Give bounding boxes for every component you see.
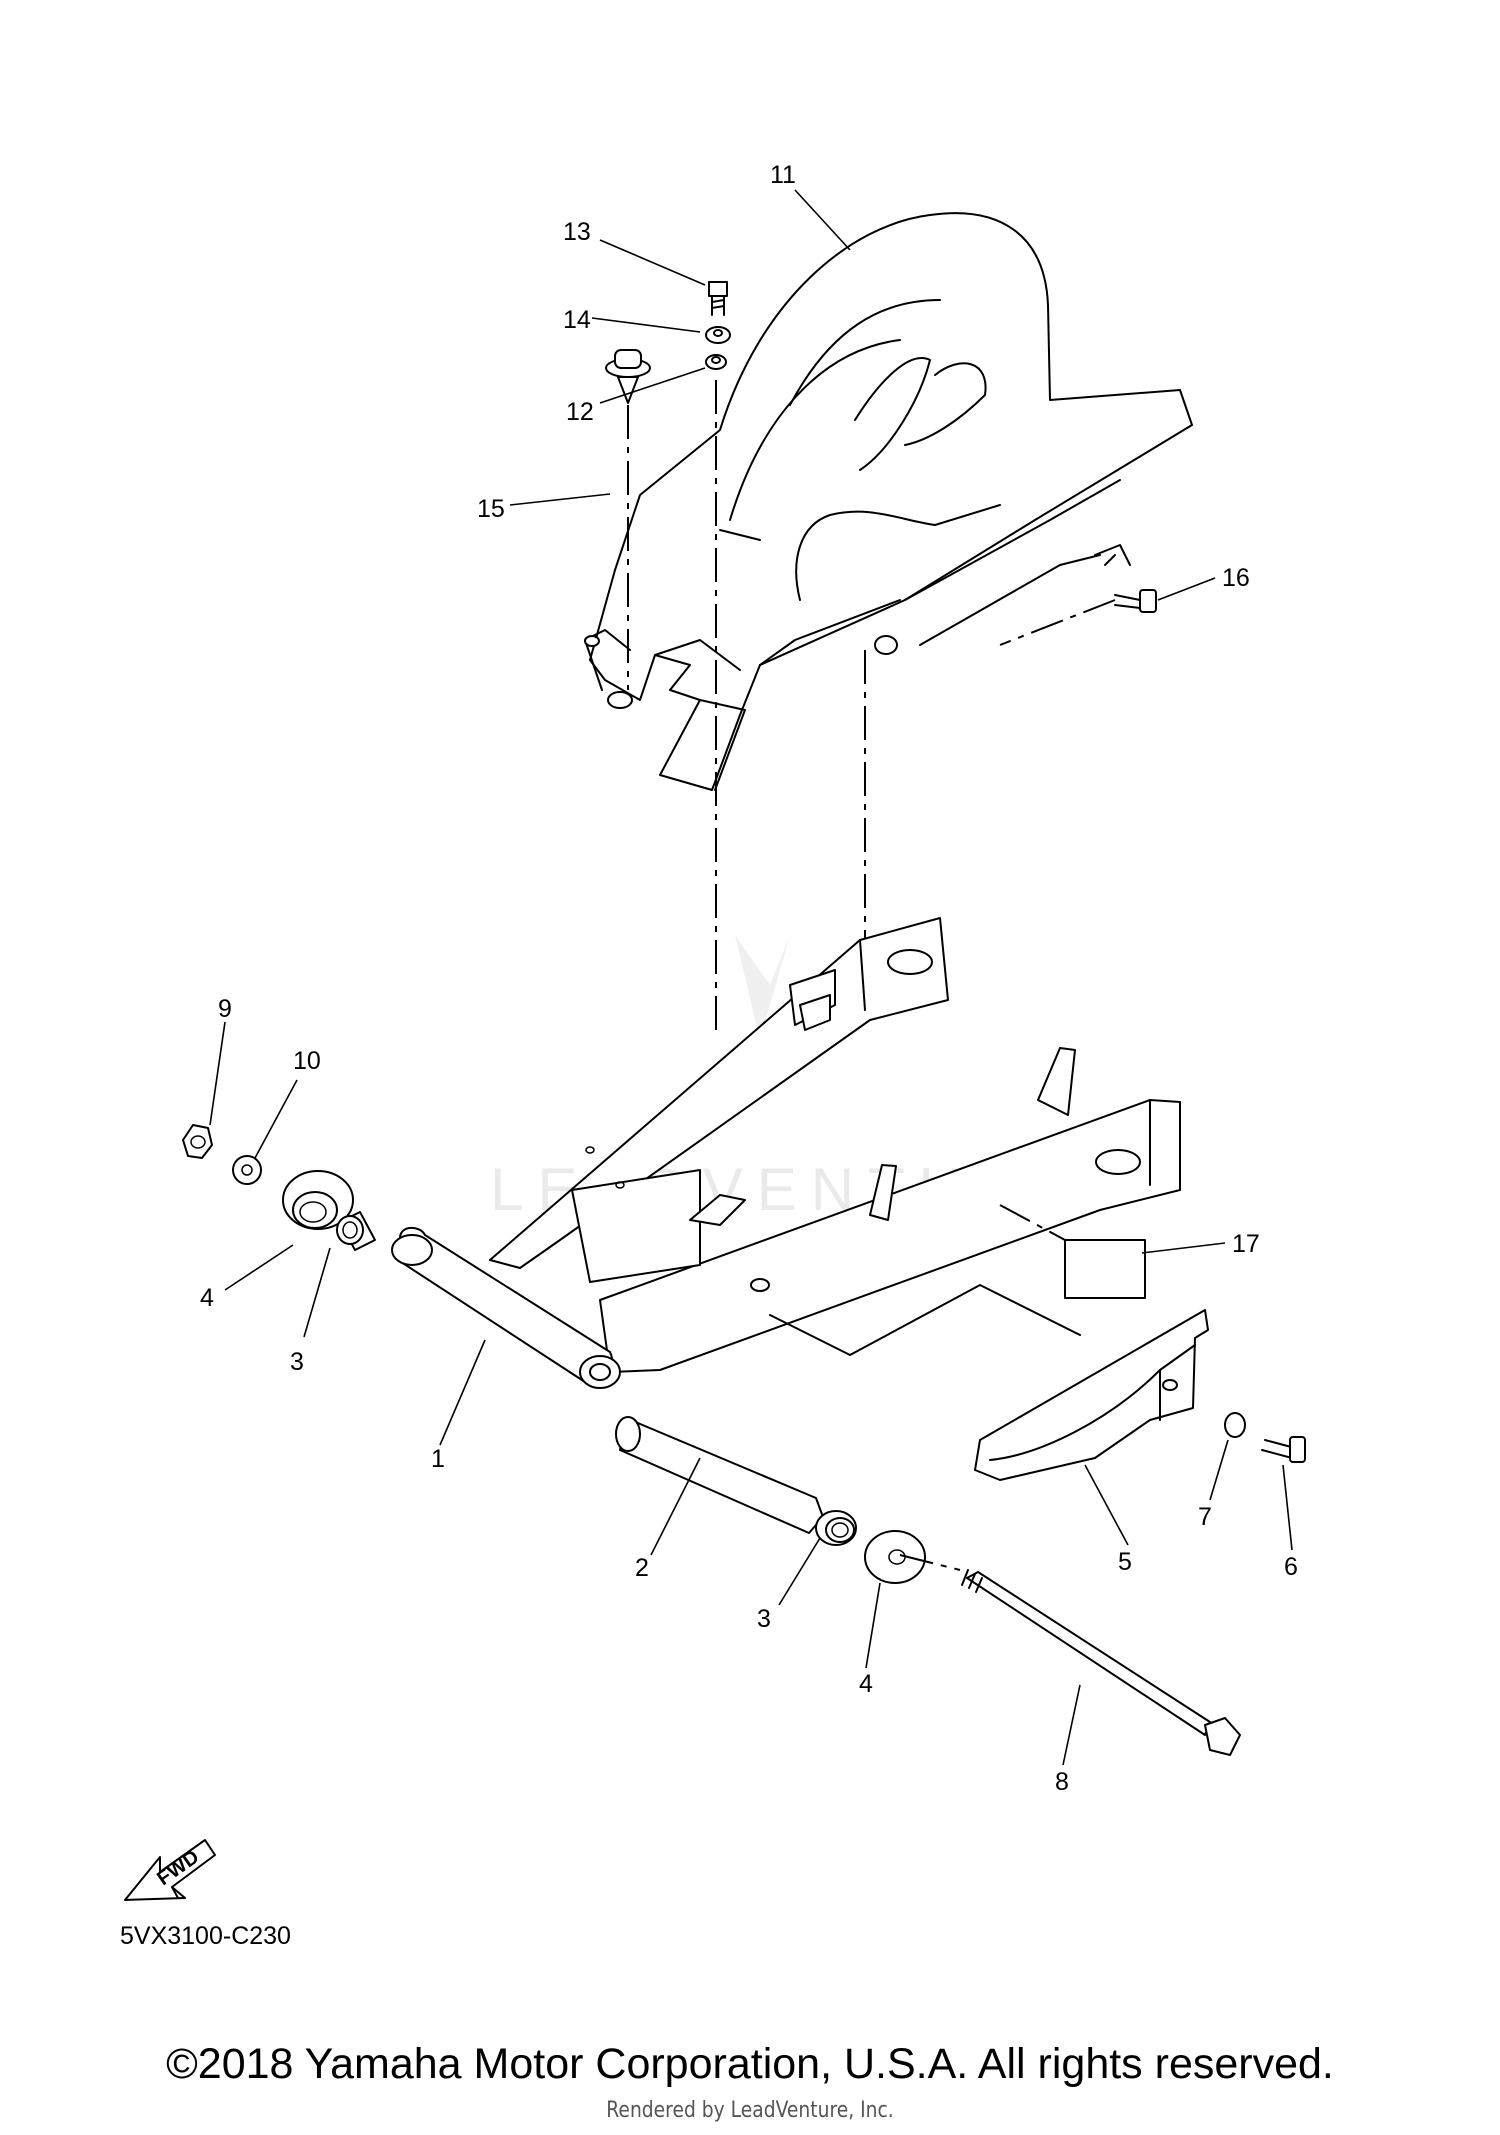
washer-10 <box>232 1155 262 1185</box>
callout-14: 14 <box>563 306 591 334</box>
callout-1: 1 <box>431 1445 445 1473</box>
callout-labels: 11 13 14 12 15 16 9 10 17 4 3 1 7 5 6 2 … <box>200 161 1298 1796</box>
rear-fender <box>584 212 1193 791</box>
label-plate-17 <box>1064 1239 1146 1299</box>
seal-4-right <box>864 1530 961 1584</box>
callout-16: 16 <box>1222 564 1250 592</box>
callout-2: 2 <box>635 1554 649 1582</box>
callout-9: 9 <box>218 995 232 1023</box>
centerline-label <box>999 1204 1066 1241</box>
pivot-shaft-8 <box>961 1569 1241 1756</box>
collar-12 <box>705 354 727 370</box>
fwd-arrow-icon: FWD <box>124 1839 216 1901</box>
callout-12: 12 <box>566 398 594 426</box>
clip-15 <box>605 349 651 404</box>
callout-11: 11 <box>770 161 796 189</box>
washer-7 <box>1224 1412 1246 1438</box>
washer-14 <box>705 326 731 344</box>
callout-6: 6 <box>1284 1553 1298 1581</box>
callout-8: 8 <box>1055 1768 1069 1796</box>
callout-10: 10 <box>293 1047 321 1075</box>
rendered-by-credit: Rendered by LeadVenture, Inc. <box>606 2098 894 2123</box>
callout-3-left: 3 <box>290 1348 304 1376</box>
callout-4-right: 4 <box>859 1670 873 1698</box>
callout-13: 13 <box>563 218 591 246</box>
centerline-bolt-16 <box>999 599 1116 646</box>
bearing-3-left <box>336 1211 376 1251</box>
bearing-3-right <box>815 1510 857 1546</box>
copyright-notice: ©2018 Yamaha Motor Corporation, U.S.A. A… <box>166 2040 1334 2088</box>
callout-7: 7 <box>1198 1503 1212 1531</box>
callout-15: 15 <box>477 495 505 523</box>
leader-lines <box>209 189 1293 1766</box>
diagram-code: 5VX3100-C230 <box>120 1922 291 1950</box>
swingarm <box>391 917 1181 1389</box>
bolt-13 <box>708 281 728 316</box>
bolt-6 <box>1261 1436 1306 1463</box>
pivot-collar-2 <box>615 1416 824 1534</box>
chain-guide <box>769 1284 1209 1481</box>
callout-5: 5 <box>1118 1548 1132 1576</box>
bolt-16 <box>1114 589 1157 613</box>
seal-4-left <box>282 1170 354 1230</box>
callout-17: 17 <box>1232 1230 1260 1258</box>
nut-9 <box>182 1124 213 1159</box>
callout-3-right: 3 <box>757 1605 771 1633</box>
callout-4-left: 4 <box>200 1284 214 1312</box>
